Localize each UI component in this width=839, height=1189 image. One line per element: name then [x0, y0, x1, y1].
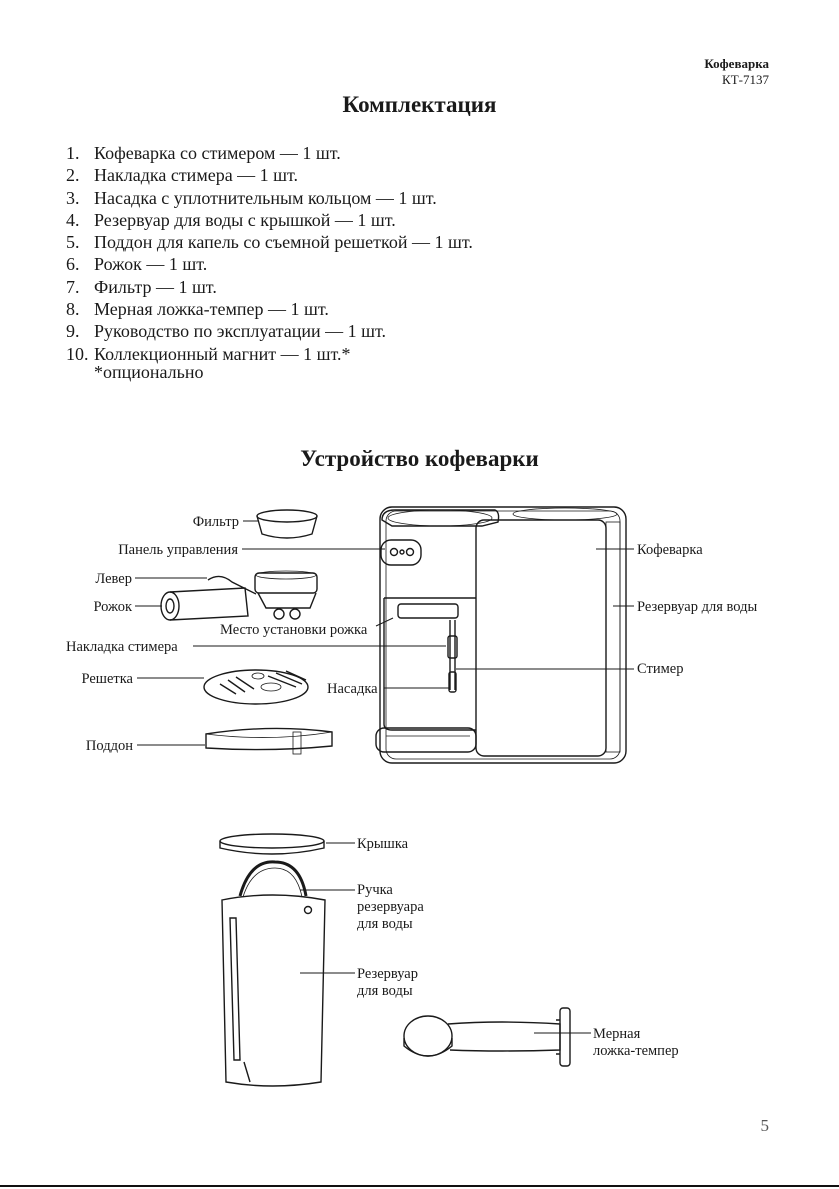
list-item-text: Насадка с уплотнительным кольцом — 1 шт. [94, 187, 437, 208]
label-handle-line2: резервуара [357, 899, 424, 915]
label-nozzle: Насадка [327, 681, 378, 697]
label-steamer-cover: Накладка стимера [66, 639, 178, 655]
list-item: 9. Руководство по эксплуатации — 1 шт. [66, 320, 473, 342]
page-number: 5 [760, 1116, 770, 1135]
label-coffee-maker: Кофеварка [637, 542, 703, 558]
list-item: 1. Кофеварка со стимером — 1 шт. [66, 142, 473, 164]
list-item-number: 8. [66, 299, 80, 320]
header-brand: Кофеварка [704, 56, 769, 71]
label-holder: Рожок [93, 599, 132, 615]
label-tank-line2: для воды [357, 983, 413, 999]
list-item-number: 1. [66, 143, 80, 163]
optional-note: *опционально [94, 362, 204, 382]
label-lid: Крышка [357, 836, 409, 852]
list-item-text: Мерная ложка-темпер — 1 шт. [94, 299, 329, 320]
list-item-number: 6. [66, 254, 80, 275]
contents-list: 1. Кофеварка со стимером — 1 шт. 2. Накладк… [66, 142, 473, 365]
label-steamer: Стимер [637, 661, 683, 677]
label-tank-line1: Резервуар [357, 966, 418, 982]
list-item: 2. Накладка стимера — 1 шт. [66, 164, 473, 186]
list-item-number: 3. [66, 187, 80, 208]
list-item-text: Резервуар для воды с крышкой — 1 шт. [94, 209, 396, 230]
device-title: Устройство кофеварки [300, 446, 539, 471]
list-item: 7. Фильтр — 1 шт. [66, 276, 473, 298]
tamper-illustration [403, 1007, 571, 1067]
label-tray: Поддон [86, 738, 133, 754]
label-grid: Решетка [81, 671, 133, 687]
grid-illustration [203, 669, 309, 705]
list-item: 4. Резервуар для воды с крышкой — 1 шт. [66, 209, 473, 231]
list-item-text: Фильтр — 1 шт. [94, 276, 217, 297]
filter-illustration [256, 509, 318, 539]
list-item-number: 4. [66, 209, 80, 230]
label-filter: Фильтр [193, 514, 239, 530]
document-header: Кофеварка КТ-7137 [704, 56, 769, 88]
list-item: 6. Рожок — 1 шт. [66, 253, 473, 275]
list-item-number: 2. [66, 165, 80, 186]
label-holder-place: Место установки рожка [220, 622, 368, 638]
label-handle-line3: для воды [357, 916, 413, 932]
list-item-number: 5. [66, 232, 80, 253]
list-item-number: 7. [66, 276, 80, 297]
list-item-text: Кофеварка со стимером — 1 шт. [94, 143, 341, 163]
list-item: 10.Коллекционный магнит — 1 шт.* [66, 343, 473, 365]
label-handle-line1: Ручка [357, 882, 393, 898]
tray-illustration [205, 727, 333, 755]
label-control-panel: Панель управления [118, 542, 238, 558]
list-item-text: Рожок — 1 шт. [94, 254, 208, 275]
holder-illustration [160, 570, 318, 621]
header-model: КТ-7137 [722, 72, 769, 87]
list-item-text: Коллекционный магнит — 1 шт.* [94, 343, 351, 364]
list-item-text: Накладка стимера — 1 шт. [94, 165, 299, 186]
label-lever: Левер [95, 571, 132, 587]
footer-rule [0, 1185, 839, 1187]
list-item: 8. Мерная ложка-темпер — 1 шт. [66, 298, 473, 320]
leader-lines [135, 520, 634, 1034]
label-water-tank: Резервуар для воды [637, 599, 757, 615]
label-tamper-line2: ложка-темпер [593, 1043, 679, 1059]
contents-title: Комплектация [342, 92, 497, 117]
list-item-text: Поддон для капель со съемной решеткой — … [94, 232, 473, 253]
coffee-maker-illustration [375, 506, 627, 764]
list-item-text: Руководство по эксплуатации — 1 шт. [94, 321, 386, 342]
list-item-number: 9. [66, 321, 80, 342]
label-tamper-line1: Мерная [593, 1026, 641, 1042]
list-item: 3. Насадка с уплотнительным кольцом — 1 ш… [66, 187, 473, 209]
list-item-number: 10. [66, 343, 89, 364]
lid-illustration [219, 833, 325, 855]
list-item: 5. Поддон для капель со съемной решеткой … [66, 231, 473, 253]
water-tank-illustration [221, 860, 326, 1087]
